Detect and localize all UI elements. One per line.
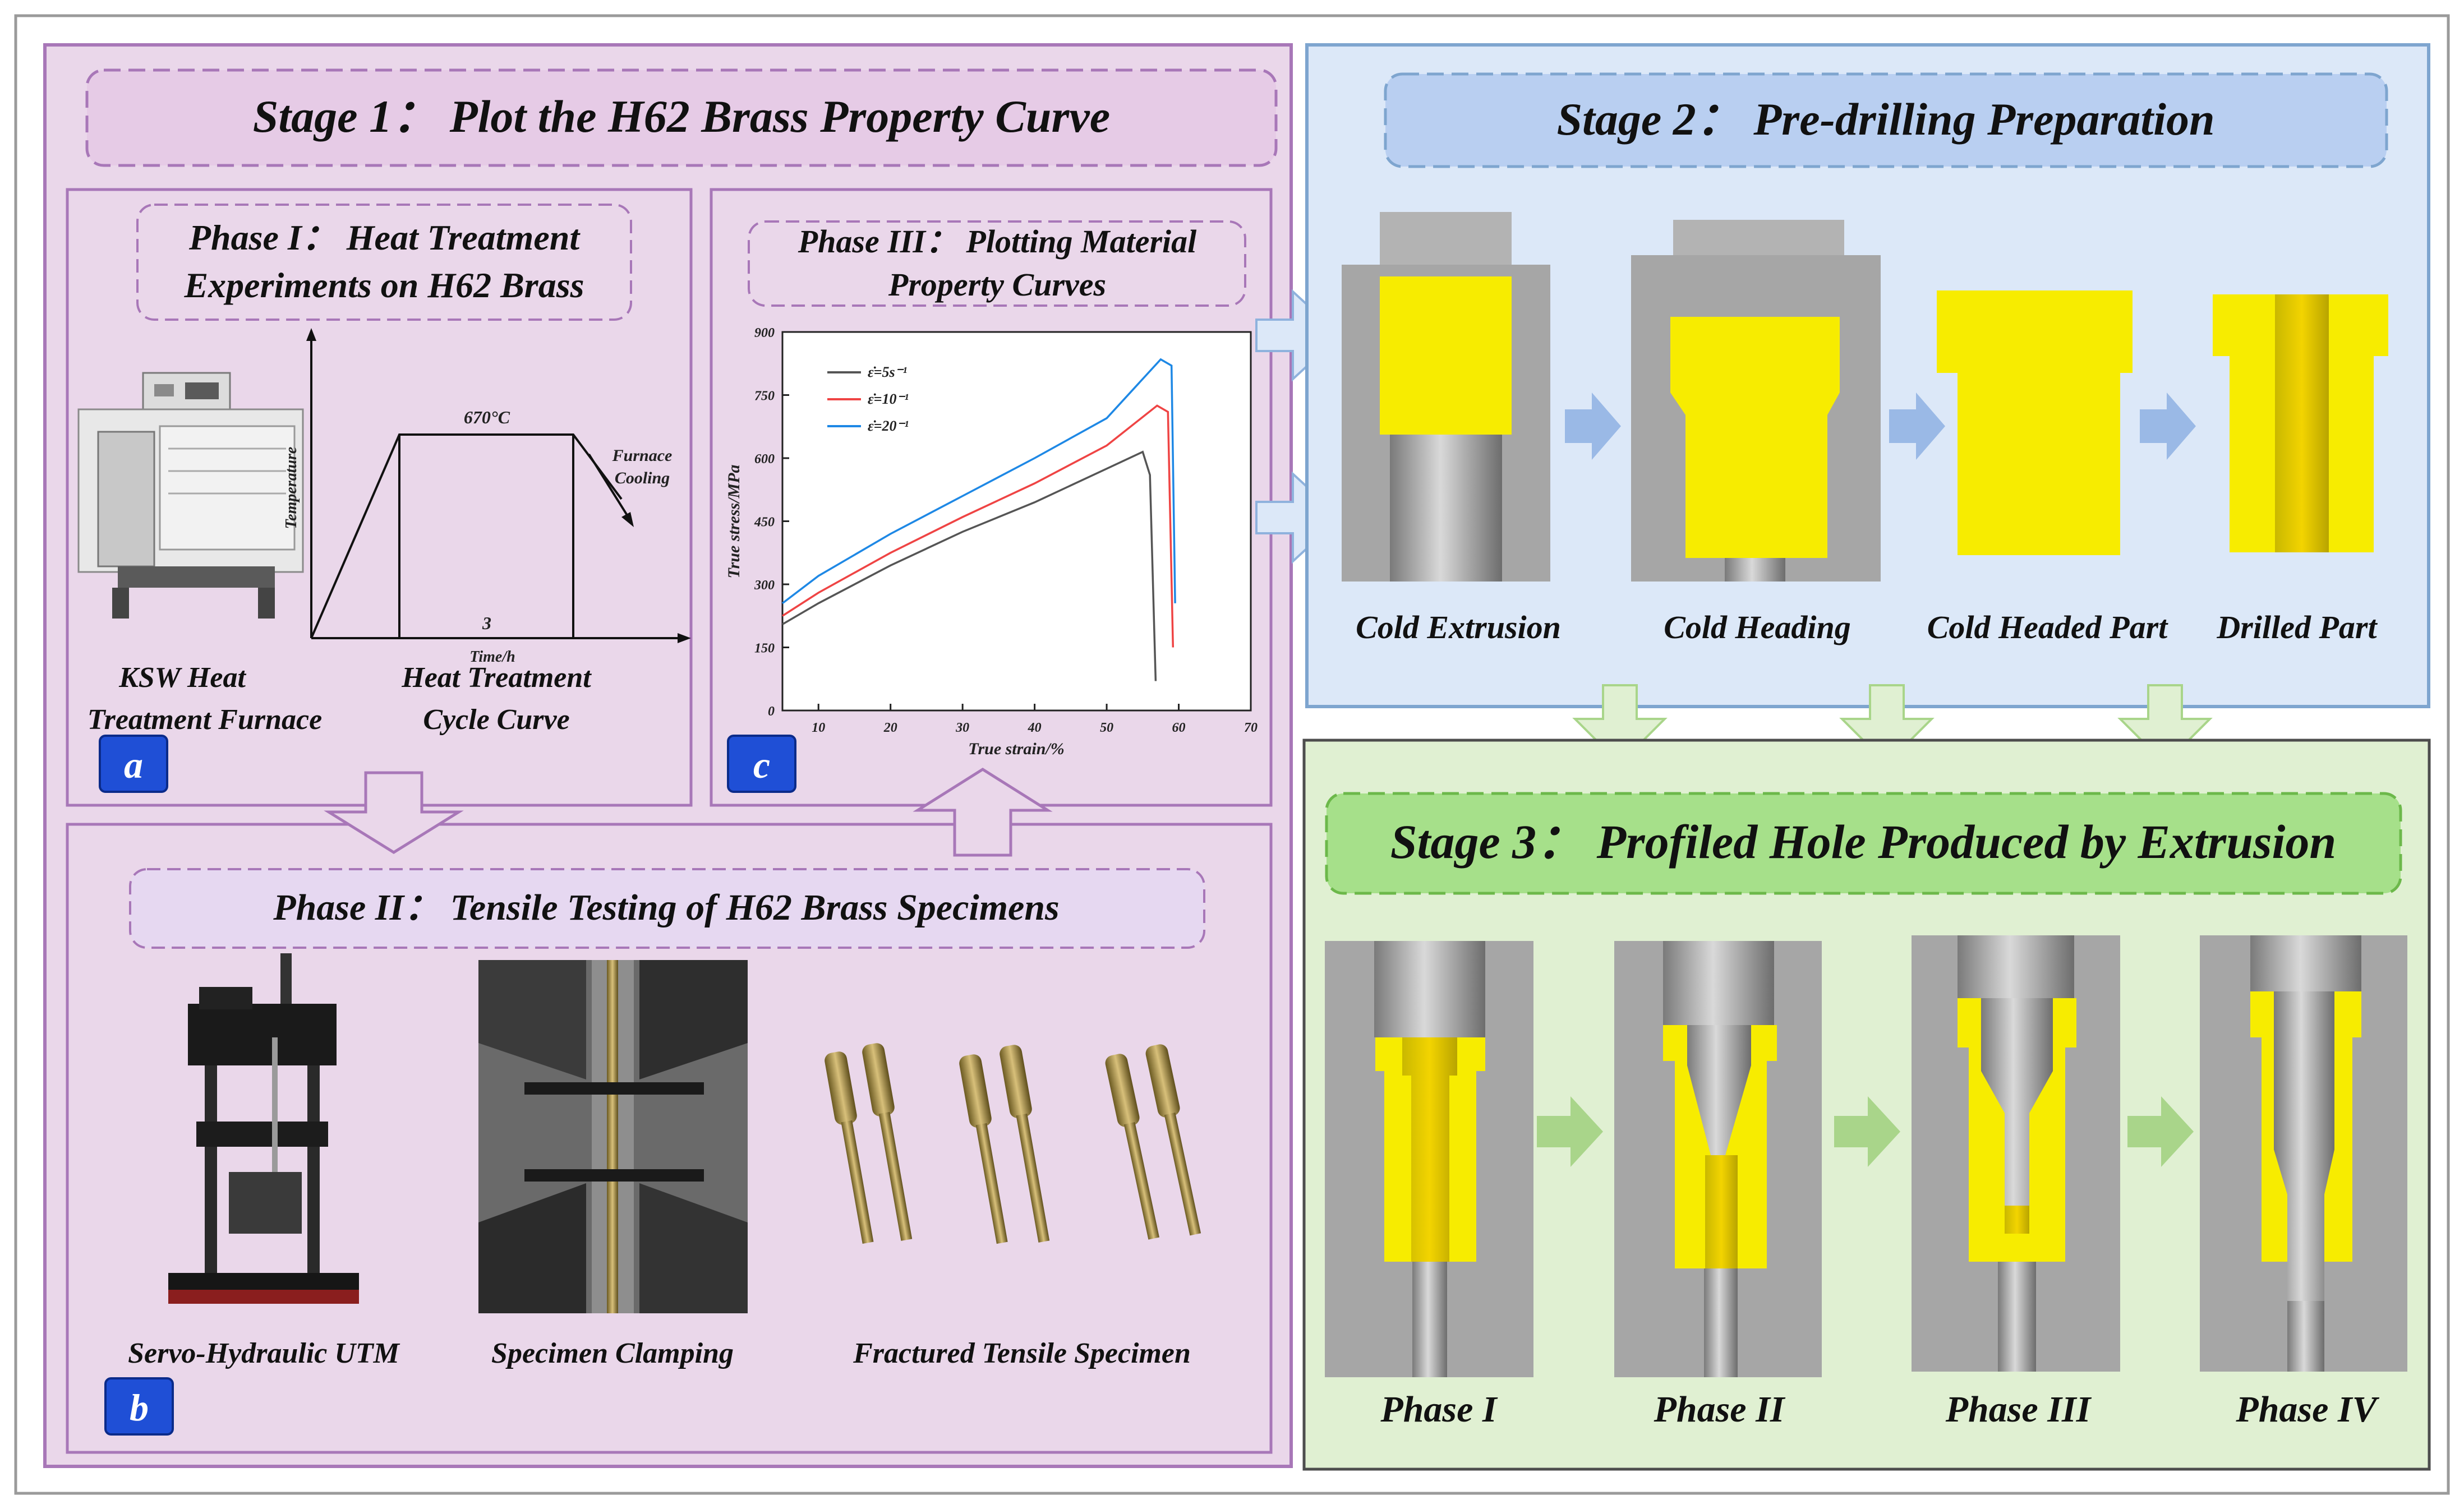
phase2-title: Phase II： Tensile Testing of H62 Brass S… (273, 887, 1059, 928)
y-tick-label-6: 900 (754, 326, 775, 340)
arrow-phase2-to-phase3 (913, 768, 1053, 857)
furnace-cooling-label-line1: Furnace (612, 446, 673, 465)
x-tick-label-6: 70 (1244, 721, 1258, 735)
extrusion-phase4-image (2200, 935, 2407, 1372)
chart-y-axis-label: True stress/MPa (725, 464, 743, 578)
legend-label-0: ε̇=5s⁻¹ (868, 364, 907, 380)
drilled-part-image (2213, 294, 2388, 552)
heat-treatment-cycle-graph: 670°C 3 Temperature Time/h Furnace Cooli… (283, 328, 691, 666)
series-line-2 (781, 358, 1176, 604)
x-tick-label-0: 10 (812, 721, 825, 735)
badge-c (727, 735, 796, 793)
step-label-drilled-part: Drilled Part (2216, 609, 2378, 645)
graph-x-axis-label: Time/h (469, 648, 515, 666)
phase3-title-line1: Phase III： Plotting Material (798, 223, 1197, 260)
stage3-arrow-3 (2127, 1096, 2194, 1167)
extrusion-phase1-label: Phase I (1380, 1389, 1498, 1430)
fractured-specimen-label: Fractured Tensile Specimen (853, 1337, 1191, 1369)
series-line-0 (782, 450, 1157, 681)
stress-strain-chart-area (781, 331, 1252, 712)
extrusion-phase1-image (1325, 941, 1533, 1377)
phase3-title-line2: Property Curves (888, 266, 1106, 303)
hold-temperature-label: 670°C (464, 407, 510, 427)
extrusion-phase3-image (1912, 935, 2120, 1372)
badge-b (104, 1377, 174, 1436)
x-tick-label-1: 20 (883, 721, 897, 735)
badge-b-label: b (130, 1386, 149, 1429)
y-tick-label-2: 300 (754, 578, 775, 593)
extrusion-phase2-image (1614, 941, 1822, 1377)
phase1-title-line2: Experiments on H62 Brass (183, 265, 584, 305)
step-label-cold-headed-part: Cold Headed Part (1927, 609, 2168, 645)
fractured-specimens-image (825, 1043, 1201, 1244)
graph-y-axis-label: Temperature (283, 447, 300, 529)
stage1-title: Stage 1： Plot the H62 Brass Property Cur… (253, 91, 1110, 142)
furnace-cooling-label-line2: Cooling (615, 469, 670, 487)
cycle-label-line2: Cycle Curve (423, 704, 569, 736)
stage3-arrow-2 (1834, 1096, 1900, 1167)
y-tick-label-5: 750 (754, 389, 775, 404)
furnace-label-line1: KSW Heat (118, 662, 246, 694)
stage3-title: Stage 3： Profiled Hole Produced by Extru… (1390, 815, 2337, 869)
y-tick-label-3: 450 (754, 515, 775, 530)
phase1-title-box (136, 204, 632, 321)
badge-a (99, 735, 168, 793)
y-tick-label-4: 600 (754, 452, 775, 467)
cycle-label-line1: Heat Treatment (401, 662, 592, 694)
cold-heading-image (1631, 220, 1881, 582)
y-tick-label-0: 0 (768, 704, 775, 719)
stress-strain-chart: 10 20 30 40 50 60 70 0 150 300 450 600 750 900 ε̇=5s⁻¹… (754, 326, 1258, 735)
phase2-title-box (129, 868, 1205, 949)
x-tick-label-4: 50 (1100, 721, 1113, 735)
stage2-arrow-1 (1565, 393, 1621, 460)
legend-label-1: ε̇=10⁻¹ (868, 391, 909, 407)
extrusion-phase4-label: Phase IV (2235, 1389, 2379, 1430)
stage3-arrow-1 (1537, 1096, 1603, 1167)
arrow-phase1-to-phase2 (324, 771, 464, 854)
stage2-title: Stage 2： Pre-drilling Preparation (1556, 94, 2214, 145)
step-label-cold-heading: Cold Heading (1664, 609, 1851, 645)
specimen-clamping-image (478, 960, 748, 1313)
x-tick-label-2: 30 (955, 721, 969, 735)
phase1-title-line1: Phase I： Heat Treatment (188, 218, 581, 257)
stage2-arrow-3 (2140, 393, 2196, 460)
utm-label: Servo-Hydraulic UTM (128, 1337, 400, 1369)
series-line-1 (782, 404, 1175, 648)
hold-time-label: 3 (482, 613, 491, 633)
phase3-title-box (748, 220, 1246, 307)
step-label-cold-extrusion: Cold Extrusion (1356, 609, 1561, 645)
extrusion-phase3-label: Phase III (1945, 1389, 2092, 1430)
stage3-title-box (1325, 792, 2402, 895)
stage2-arrow-2 (1889, 393, 1945, 460)
x-tick-label-5: 60 (1172, 721, 1186, 735)
chart-x-axis-label: True strain/% (968, 740, 1064, 758)
legend-label-2: ε̇=20⁻¹ (868, 418, 909, 434)
stage1-title-box (85, 68, 1278, 167)
stage2-title-box (1384, 72, 2388, 168)
clamping-label: Specimen Clamping (491, 1337, 734, 1369)
badge-c-label: c (753, 744, 770, 786)
y-tick-label-1: 150 (754, 642, 775, 656)
cold-extrusion-image (1342, 212, 1550, 582)
extrusion-phase2-label: Phase II (1654, 1389, 1786, 1430)
badge-a-label: a (124, 744, 143, 786)
servo-hydraulic-utm-image (168, 953, 359, 1304)
x-tick-label-3: 40 (1028, 721, 1042, 735)
furnace-label-line2: Treatment Furnace (87, 704, 322, 736)
heat-treatment-furnace-image (77, 372, 304, 619)
cold-headed-part-image (1937, 290, 2133, 555)
